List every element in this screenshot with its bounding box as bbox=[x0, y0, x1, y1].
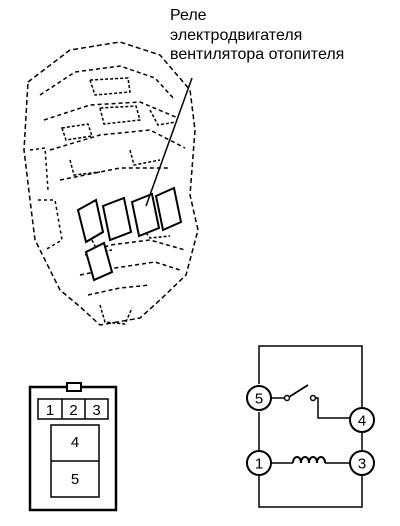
connector-pin-4: 4 bbox=[71, 434, 79, 451]
schematic-pin-5: 5 bbox=[255, 391, 263, 408]
callout-line-2: электродвигателя bbox=[170, 26, 303, 44]
relay-heater-fan bbox=[130, 192, 161, 238]
relay-5 bbox=[84, 241, 114, 282]
relay-callout-label: Реле электродвигателя вентилятора отопит… bbox=[170, 6, 344, 65]
schematic-terminals bbox=[246, 385, 375, 476]
callout-leader-line bbox=[145, 77, 193, 207]
connector-pinout bbox=[28, 382, 118, 512]
relay-box-drawing bbox=[23, 41, 199, 326]
relay-2 bbox=[101, 196, 133, 242]
connector-pin-5: 5 bbox=[71, 471, 79, 488]
connector-pin-3: 3 bbox=[92, 402, 100, 419]
terminal-3 bbox=[349, 450, 375, 476]
connector-pin-2: 2 bbox=[69, 402, 77, 419]
terminal-1 bbox=[246, 450, 272, 476]
relay-blocks bbox=[76, 186, 183, 282]
connector-latch bbox=[66, 382, 82, 392]
connector-pin-1: 1 bbox=[46, 402, 54, 419]
relay-1 bbox=[76, 198, 105, 244]
callout-line-1: Реле bbox=[170, 7, 207, 24]
callout-line-3: вентилятора отопителя bbox=[170, 46, 345, 63]
terminal-4 bbox=[349, 407, 375, 433]
terminal-5 bbox=[246, 385, 272, 411]
schematic-pin-4: 4 bbox=[358, 413, 366, 430]
relay-4 bbox=[154, 186, 183, 232]
relay-schematic bbox=[258, 345, 363, 508]
schematic-pin-3: 3 bbox=[358, 456, 366, 473]
schematic-pin-1: 1 bbox=[255, 456, 263, 473]
